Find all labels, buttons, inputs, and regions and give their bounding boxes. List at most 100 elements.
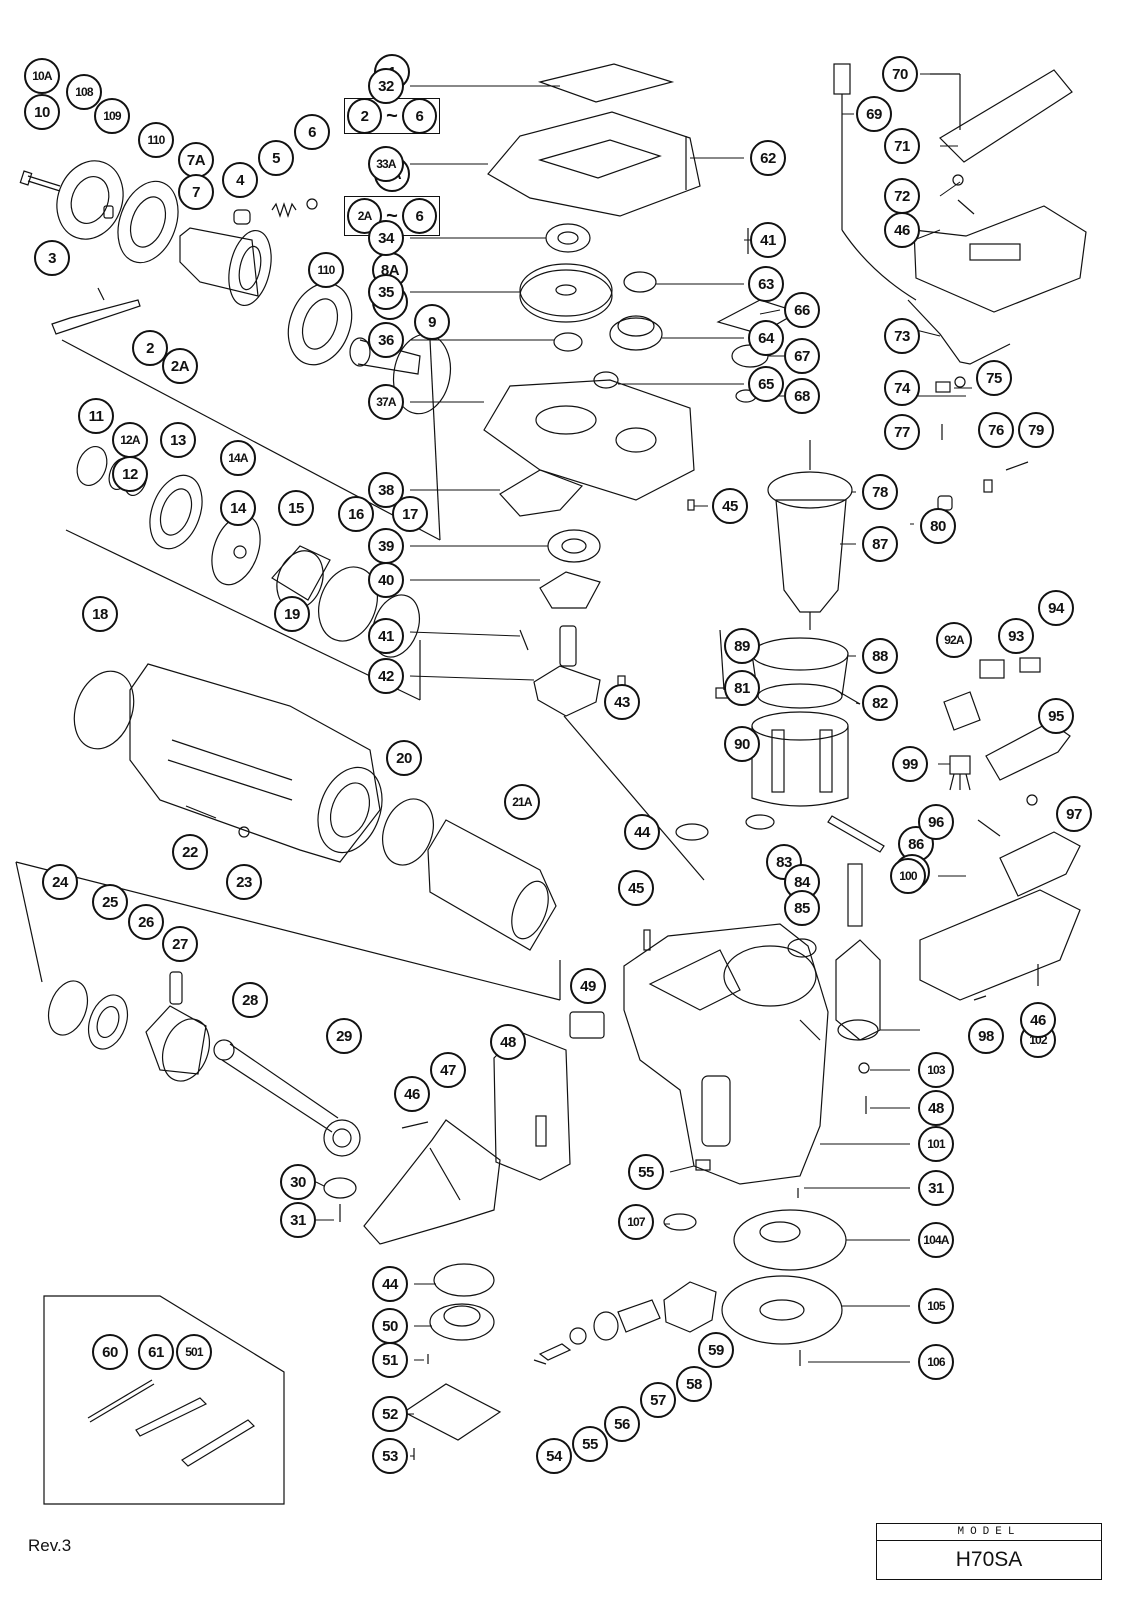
callout-45: 45	[712, 488, 748, 524]
part-36-washer	[553, 332, 583, 352]
part-37a-inner-cover	[483, 379, 695, 501]
callout-3: 3	[34, 240, 70, 276]
kit-group-1-from: 2	[347, 98, 383, 134]
callout-18: 18	[82, 596, 118, 632]
callout-35: 35	[368, 274, 404, 310]
part-39-bearing	[547, 529, 601, 563]
callout-24: 24	[42, 864, 78, 900]
kit-group-1a-to: 6	[401, 198, 437, 234]
callout-73: 73	[884, 318, 920, 354]
part-99-switch	[985, 721, 1071, 781]
callout-25: 25	[92, 884, 128, 920]
callout-39: 39	[368, 528, 404, 564]
callout-10a: 10A	[24, 58, 60, 94]
callout-38: 38	[368, 472, 404, 508]
callout-46: 46	[394, 1076, 430, 1112]
callout-104a: 104A	[918, 1222, 954, 1258]
callout-29: 29	[326, 1018, 362, 1054]
callout-106: 106	[918, 1344, 954, 1380]
callout-37a: 37A	[368, 384, 404, 420]
callout-31: 31	[280, 1202, 316, 1238]
part-92a-pipe	[847, 863, 863, 927]
accessories-box	[43, 1295, 285, 1505]
part-107-cover	[721, 1275, 843, 1345]
part-98-switch-holder	[999, 831, 1081, 897]
callout-59: 59	[698, 1332, 734, 1368]
part-44-seal	[675, 823, 709, 841]
callout-11: 11	[78, 398, 114, 434]
part-50-plug	[695, 1159, 711, 1171]
part-4-bushing	[233, 209, 251, 225]
part-100-ring	[1026, 794, 1038, 806]
callout-89: 89	[724, 628, 760, 664]
part-46-right-screw	[973, 995, 987, 1001]
part-77-terminal	[954, 376, 966, 388]
callout-14a: 14A	[220, 440, 256, 476]
callout-79: 79	[1018, 412, 1054, 448]
callout-13: 13	[160, 422, 196, 458]
part-95-switch	[1019, 657, 1041, 673]
part-22-bolt	[185, 805, 217, 819]
part-3-pin	[97, 287, 105, 301]
callout-41: 41	[750, 222, 786, 258]
part-45-pin	[687, 499, 695, 511]
part-90-rod	[835, 689, 861, 705]
part-102-handle-cover	[919, 889, 1081, 1001]
part-110-flange	[117, 180, 179, 264]
part-44-lower-seal	[663, 1213, 697, 1231]
part-46-bolt	[401, 1121, 429, 1129]
callout-53: 53	[372, 1438, 408, 1474]
part-20-ring	[382, 798, 434, 866]
part-101-washer	[858, 1062, 870, 1074]
callout-64: 64	[748, 320, 784, 356]
part-502-hex-wrench	[135, 1397, 208, 1437]
part-33a-crank-cover	[487, 111, 701, 217]
callout-99: 99	[892, 746, 928, 782]
part-87-fan	[767, 440, 853, 509]
part-45-body-pin	[643, 929, 651, 951]
callout-46: 46	[1020, 1002, 1056, 1038]
part-58-washer	[569, 1327, 587, 1345]
part-72-washer	[952, 174, 964, 186]
kit-group-1-to: 6	[401, 98, 437, 134]
callout-41: 41	[368, 618, 404, 654]
part-65-bearing	[593, 371, 619, 389]
callout-94: 94	[1038, 590, 1074, 626]
callout-55: 55	[628, 1154, 664, 1190]
callout-12: 12	[112, 456, 148, 492]
part-16-sleeve	[318, 566, 378, 642]
part-48-right-bracket	[835, 939, 881, 1041]
callout-72: 72	[884, 178, 920, 214]
part-5-spring	[271, 202, 297, 218]
callout-48: 48	[490, 1024, 526, 1060]
callout-69: 69	[856, 96, 892, 132]
callout-75: 75	[976, 360, 1012, 396]
part-13-seal	[149, 474, 203, 550]
callout-51: 51	[372, 1342, 408, 1378]
callout-2a: 2A	[162, 348, 198, 384]
part-27-pin	[169, 971, 183, 1005]
part-63-bearing	[623, 271, 657, 293]
part-49-block	[569, 1011, 605, 1039]
part-74-cord-armor	[907, 299, 1011, 365]
part-73-handle-cover	[913, 205, 1087, 313]
callout-68: 68	[784, 378, 820, 414]
callout-33a: 33A	[368, 146, 404, 182]
callout-85: 85	[784, 890, 820, 926]
part-75-clip	[935, 381, 951, 393]
callout-87: 87	[862, 526, 898, 562]
part-110-lower-flange	[287, 282, 353, 366]
part-501-bull-point	[87, 1379, 155, 1423]
callout-110: 110	[138, 122, 174, 158]
part-104a-main-housing	[623, 923, 829, 1185]
part-84-washer	[745, 814, 775, 830]
part-7-cylinder	[179, 227, 272, 307]
callout-74: 74	[884, 370, 920, 406]
model-box: MODEL H70SA	[876, 1523, 1102, 1580]
callout-6: 6	[294, 114, 330, 150]
part-35-crank-gear	[519, 263, 613, 323]
part-81-bolt	[719, 629, 725, 691]
callout-19: 19	[274, 596, 310, 632]
callout-43: 43	[604, 684, 640, 720]
